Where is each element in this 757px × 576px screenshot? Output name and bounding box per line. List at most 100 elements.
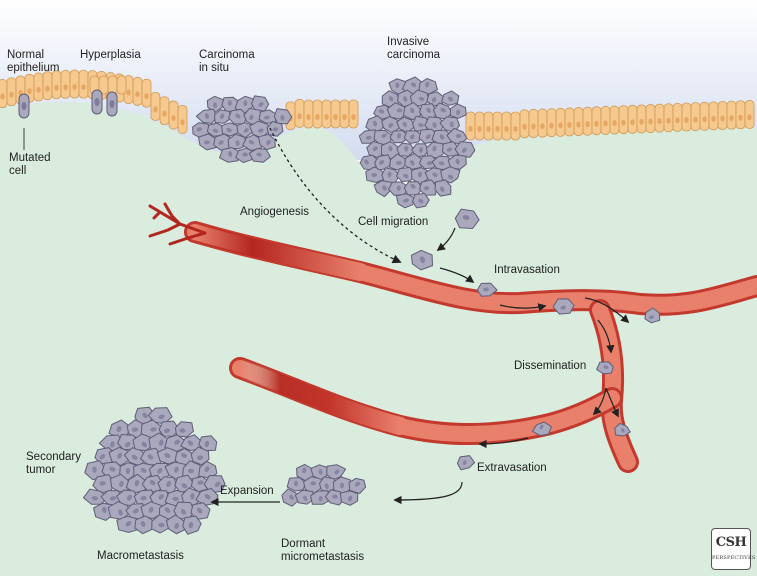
- extravasation-arrow: [393, 481, 463, 505]
- label-cell-migration: Cell migration: [358, 216, 429, 228]
- label-extravasation: Extravasation: [477, 462, 547, 474]
- epithelial-cell: [654, 103, 665, 133]
- invasive-carcinoma-cell: [447, 154, 467, 170]
- epithelial-cell: [177, 104, 188, 134]
- micrometastasis-cell: [294, 489, 314, 505]
- epithelial-cell: [465, 111, 476, 141]
- micrometastasis-cell: [310, 490, 332, 505]
- flow-arrow-3: [597, 319, 615, 354]
- carcinoma-in-situ-cell: [214, 109, 231, 124]
- carcinoma-in-situ-cell: [235, 147, 255, 163]
- invasive-carcinoma-cell: [373, 129, 392, 146]
- circulating-tumor-cell: [410, 249, 433, 271]
- epithelial-cell: [483, 111, 494, 141]
- epithelial-cell: [159, 96, 170, 126]
- invasive-carcinoma-cell: [388, 78, 409, 96]
- carcinoma-in-situ-cell: [206, 95, 224, 113]
- label-dissemination: Dissemination: [514, 360, 587, 372]
- epithelial-cell: [303, 99, 314, 129]
- epithelial-cell: [699, 101, 710, 131]
- migration-arrow: [436, 227, 456, 252]
- carcinoma-in-situ-cell: [195, 108, 218, 124]
- carcinoma-in-situ-cell: [248, 148, 271, 163]
- logo-line2: PERSPECTIVES: [712, 555, 756, 561]
- macrometastasis-cell: [182, 515, 202, 535]
- hyperplasia-cell: [107, 75, 118, 95]
- flow-arrow-6: [478, 437, 529, 449]
- epithelial-cell: [708, 101, 719, 131]
- epithelial-cell: [132, 76, 143, 106]
- epithelial-cell: [0, 79, 8, 108]
- label-carcinoma-in-situ: Carcinoma in situ: [199, 49, 255, 74]
- micrometastasis-cell: [339, 490, 359, 506]
- macrometastasis-cell: [190, 502, 211, 520]
- invasive-carcinoma-cell: [389, 130, 410, 144]
- carcinoma-in-situ-cell: [258, 109, 277, 124]
- epithelial-cell: [681, 102, 692, 132]
- mutated-cell: [18, 93, 30, 119]
- label-expansion: Expansion: [220, 485, 274, 497]
- invasive-carcinoma-cell: [395, 193, 415, 209]
- micrometastasis-cell: [296, 463, 316, 482]
- mutated-cell: [91, 89, 103, 115]
- epithelial-cell: [717, 101, 728, 130]
- circulating-tumor-cell: [552, 298, 575, 315]
- invasive-carcinoma-cell: [365, 166, 386, 183]
- epithelial-cell: [672, 103, 683, 132]
- epithelial-cell: [645, 104, 656, 133]
- epithelial-cell: [42, 71, 53, 101]
- circulating-tumor-cell: [476, 282, 498, 297]
- invasive-carcinoma-cell: [449, 103, 467, 119]
- epithelial-cell: [33, 72, 44, 102]
- invasive-carcinoma-cell: [434, 179, 452, 197]
- invasive-carcinoma-cell: [403, 101, 422, 121]
- process-arrows: [210, 227, 630, 507]
- epithelial-cell: [339, 99, 350, 129]
- epithelial-cell: [609, 105, 620, 135]
- carcinoma-in-situ-cell: [249, 120, 269, 139]
- label-secondary-tumor: Secondary tumor: [26, 451, 81, 476]
- epithelial-cell: [78, 69, 89, 99]
- micrometastasis-cell: [281, 488, 300, 507]
- epithelial-cell: [330, 99, 341, 129]
- epithelial-cell: [582, 106, 593, 136]
- capillary-sprouts: [148, 202, 207, 246]
- epithelial-cell: [150, 92, 161, 121]
- epithelial-cell: [726, 100, 737, 130]
- epithelial-layer: [0, 69, 755, 141]
- invasive-carcinoma-cell: [412, 192, 430, 209]
- epithelial-cell: [663, 103, 674, 133]
- mutated-cell: [106, 91, 118, 117]
- epithelial-cell: [69, 69, 80, 99]
- blood-vessels: [148, 202, 757, 473]
- circulating-tumor-cell: [596, 361, 614, 375]
- macrometastasis-cell: [116, 515, 140, 533]
- angiogenesis-dashed-arrow: [269, 127, 402, 264]
- epithelial-cell: [555, 107, 566, 137]
- label-macrometastasis: Macrometastasis: [97, 550, 184, 562]
- epithelial-cell: [735, 100, 746, 130]
- flow-arrow-2: [584, 297, 630, 324]
- circulating-tumor-cell: [644, 307, 661, 324]
- micrometastasis-cell: [286, 477, 306, 492]
- tumor-masses: [83, 76, 476, 535]
- flow-arrow-4: [592, 387, 607, 416]
- flow-arrow-5: [605, 387, 619, 418]
- epithelial-cell: [501, 111, 512, 141]
- label-hyperplasia: Hyperplasia: [80, 49, 141, 61]
- epithelial-cell: [600, 106, 611, 135]
- epithelial-cell: [519, 109, 530, 139]
- epithelial-cell: [321, 99, 332, 129]
- epithelial-cell: [294, 98, 305, 128]
- label-mutated-cell: Mutated cell: [9, 152, 51, 177]
- label-invasive-carcinoma: Invasive carcinoma: [387, 36, 441, 61]
- carcinoma-in-situ-cell: [266, 121, 284, 137]
- epithelial-cell: [546, 108, 557, 138]
- epithelial-cell: [627, 104, 638, 134]
- macrometastasis-cell: [203, 475, 226, 494]
- circulating-tumor-cell: [454, 208, 480, 229]
- hyperplasia-cell: [116, 75, 127, 95]
- macrometastasis-cell: [190, 476, 210, 493]
